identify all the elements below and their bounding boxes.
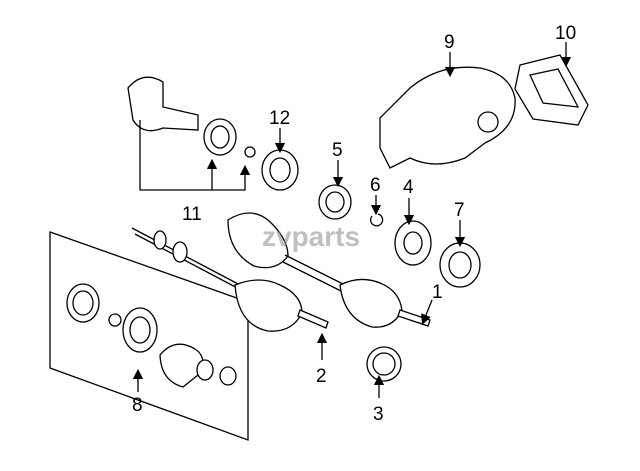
callout-3: 3: [373, 404, 384, 425]
callout-2: 2: [316, 366, 327, 387]
callout-11: 11: [182, 204, 202, 225]
drive-shaft-left: [131, 227, 329, 332]
callout-8: 8: [132, 395, 143, 416]
differential-9: [379, 66, 516, 169]
bearing-4: [394, 220, 432, 266]
cover-10: [514, 54, 589, 126]
boot-kit-panel: [49, 231, 249, 441]
callout-1: 1: [432, 282, 443, 303]
callout-9: 9: [444, 32, 455, 53]
seal-12: [261, 149, 299, 191]
snap-ring-6: [369, 213, 384, 227]
flange-11: [127, 76, 256, 191]
callout-12: 12: [269, 108, 290, 129]
leader-lines: [132, 42, 572, 398]
hub-7: [439, 242, 481, 288]
callout-5: 5: [332, 140, 343, 161]
callout-10: 10: [555, 23, 576, 44]
seal-5: [318, 184, 352, 220]
callout-7: 7: [454, 200, 465, 221]
drive-shaft-right: [227, 212, 431, 328]
callout-4: 4: [403, 177, 414, 198]
watermark: zvparts: [262, 221, 360, 252]
seal-3: [366, 346, 402, 382]
callout-6: 6: [370, 175, 381, 196]
